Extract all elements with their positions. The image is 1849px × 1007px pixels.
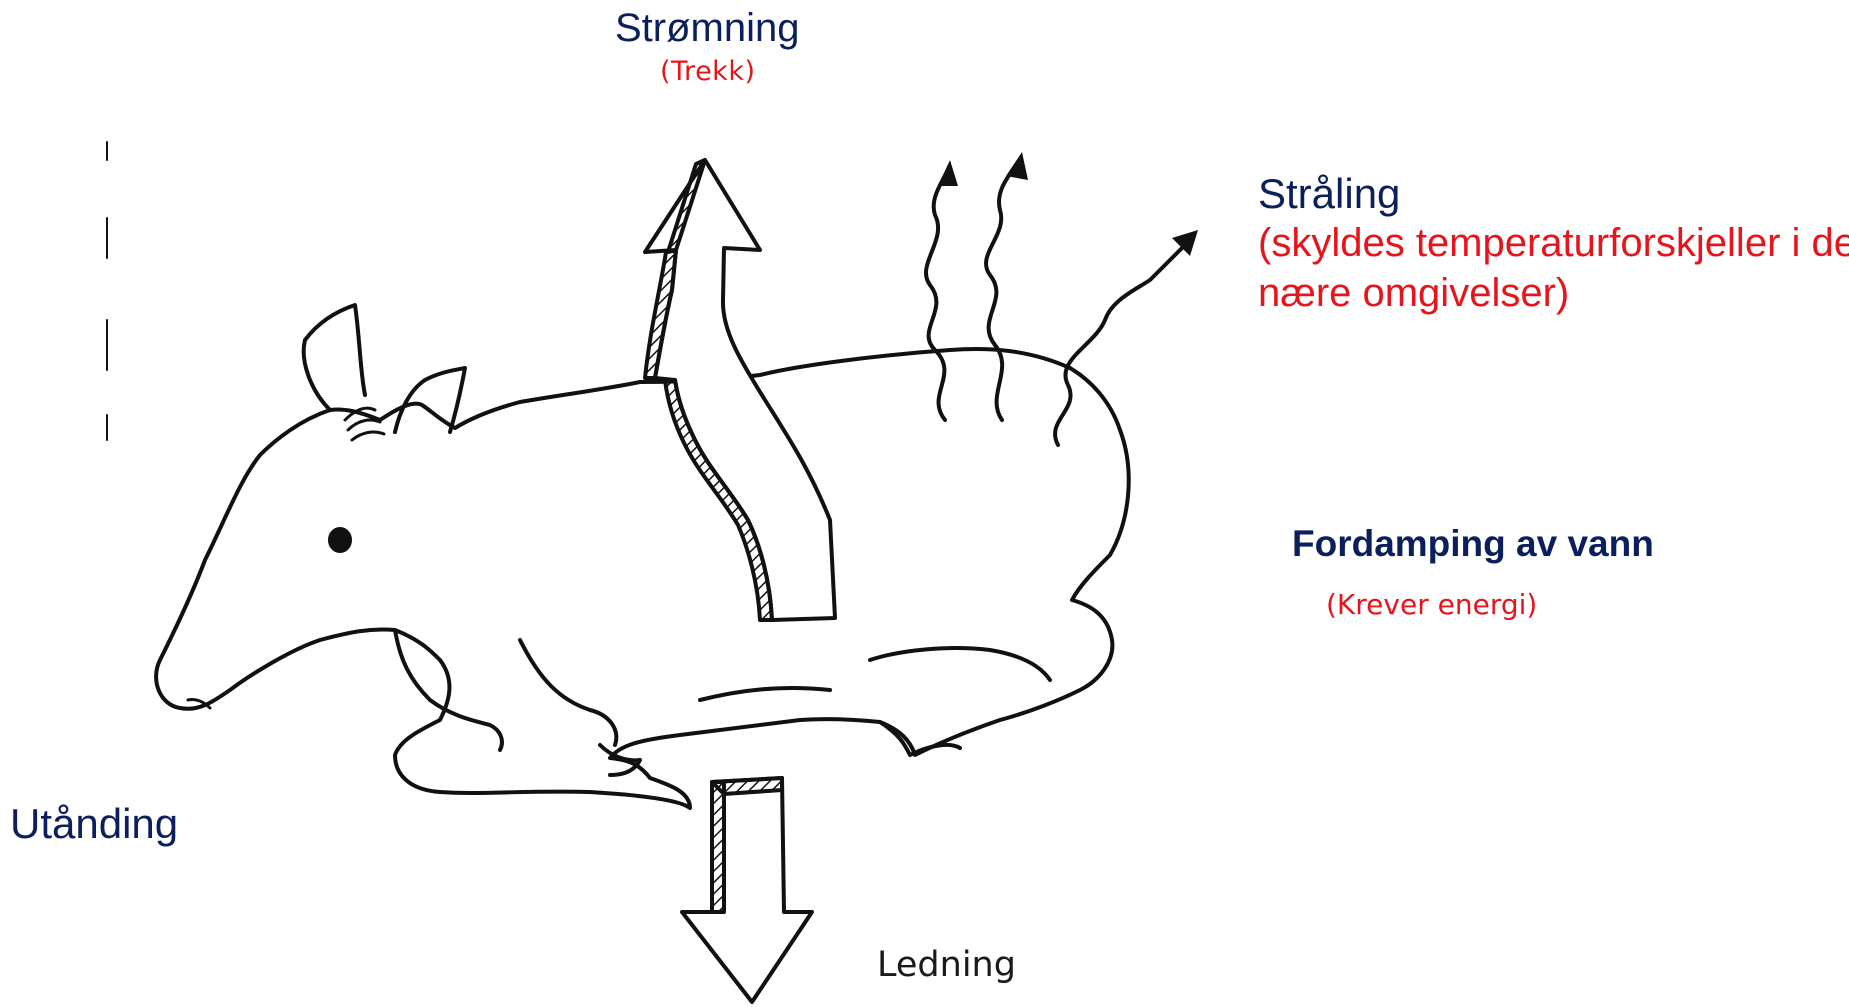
calf-body	[156, 349, 1129, 808]
calf-back-leg	[870, 648, 1050, 680]
label-stromning: Strømning	[615, 6, 800, 51]
airflow-arrow	[645, 160, 835, 620]
label-straling: Stråling	[1258, 170, 1400, 218]
label-straling-note: (skyldes temperaturforskjeller i de nære…	[1258, 218, 1849, 318]
calf-right-ear	[395, 368, 465, 432]
label-utanding: Utånding	[10, 800, 178, 848]
label-fordamping: Fordamping av vann	[1292, 523, 1654, 565]
calf-eye	[330, 529, 350, 551]
radiation-arrowhead-2	[1006, 152, 1028, 180]
radiation-arrows	[926, 162, 1192, 445]
radiation-arrowhead-1	[938, 160, 958, 186]
label-trekk: (Trekk)	[660, 56, 755, 87]
label-ledning: Ledning	[877, 945, 1016, 985]
conduction-arrow	[682, 778, 812, 1002]
calf-left-ear	[304, 305, 365, 410]
label-krever-energi: (Krever energi)	[1326, 588, 1537, 621]
